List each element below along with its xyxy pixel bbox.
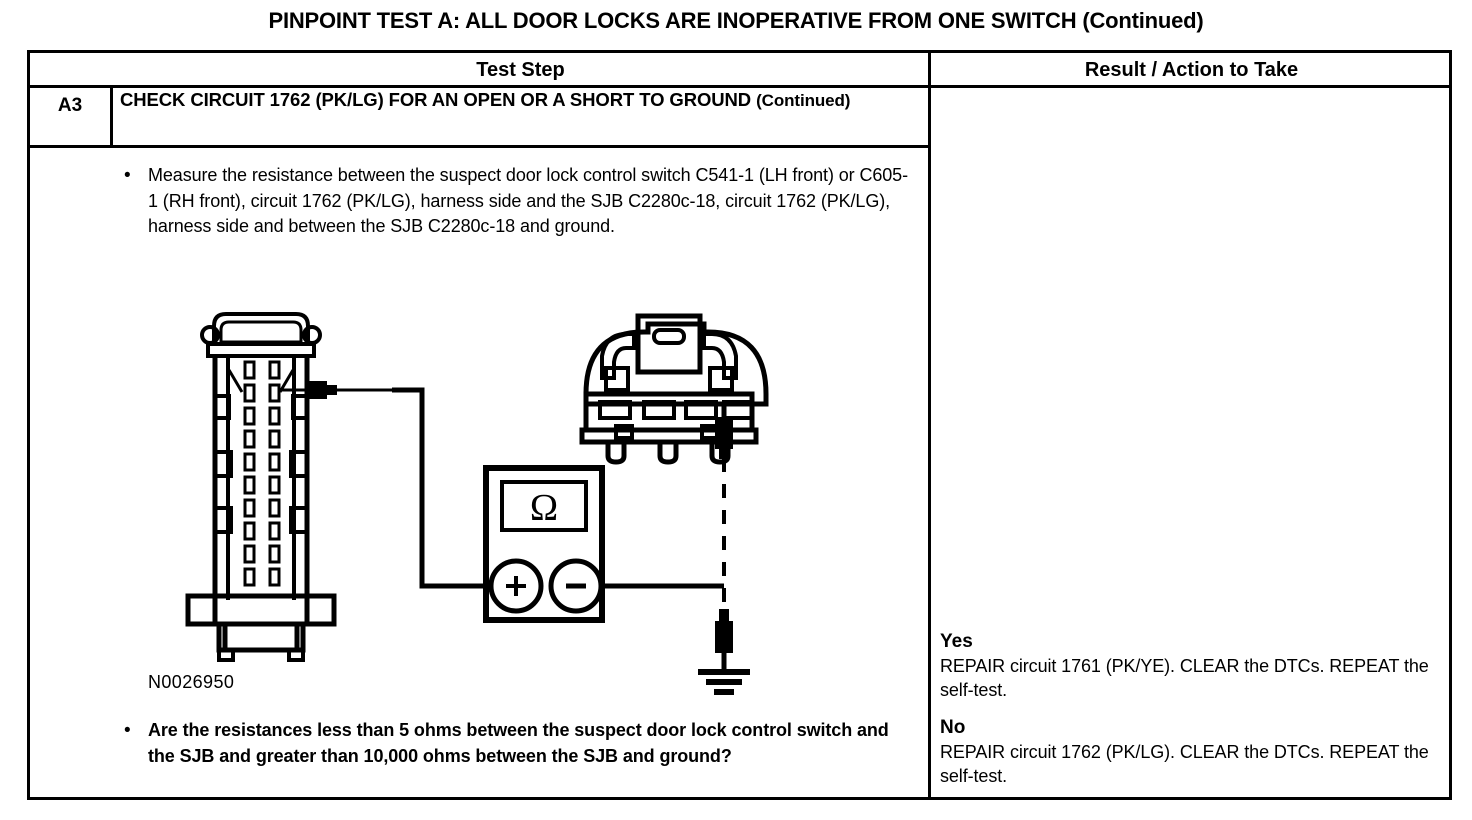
result-no-label: No — [940, 717, 966, 738]
figure-id-label: N0026950 — [148, 672, 235, 692]
pinpoint-test-table — [27, 50, 1452, 800]
step-heading: CHECK CIRCUIT 1762 (PK/LG) FOR AN OPEN O… — [120, 88, 920, 113]
column-header-result-action: Result / Action to Take — [1084, 58, 1299, 81]
result-yes-text: REPAIR circuit 1761 (PK/YE). CLEAR the D… — [940, 656, 1429, 700]
column-divider — [928, 50, 931, 800]
left-test-probe — [279, 381, 392, 399]
circuit-wiring — [392, 387, 724, 589]
meter-display-omega: Ω — [530, 487, 558, 529]
test-circuit-diagram: Ω — [120, 300, 920, 700]
ohmmeter: Ω — [483, 465, 605, 623]
result-no-text: REPAIR circuit 1762 (PK/LG). CLEAR the D… — [940, 742, 1429, 786]
instruction-bullet: • Measure the resistance between the sus… — [118, 163, 908, 240]
ground-symbol — [698, 609, 750, 695]
sjb-terminal-cavities — [598, 400, 754, 420]
result-yes-label: Yes — [940, 631, 973, 652]
step-id-label: A3 — [57, 95, 83, 116]
instruction-text: Measure the resistance between the suspe… — [148, 165, 908, 236]
result-yes-block: Yes REPAIR circuit 1761 (PK/YE). CLEAR t… — [940, 630, 1445, 702]
sjb-test-probe — [715, 406, 733, 459]
column-header-test-step: Test Step — [476, 58, 565, 81]
step-heading-divider — [27, 145, 928, 148]
bullet-icon: • — [124, 165, 131, 186]
result-no-block: No REPAIR circuit 1762 (PK/LG). CLEAR th… — [940, 716, 1445, 788]
header-row-divider — [27, 85, 1452, 88]
pin-cavities — [243, 360, 281, 587]
question-bullet: • Are the resistances less than 5 ohms b… — [118, 718, 908, 769]
step-id-divider — [110, 85, 113, 145]
meter-plus-terminal — [506, 576, 526, 596]
page-title: PINPOINT TEST A: ALL DOOR LOCKS ARE INOP… — [268, 8, 1204, 33]
bullet-icon: • — [124, 720, 131, 741]
step-heading-continued: (Continued) — [756, 91, 851, 110]
question-text: Are the resistances less than 5 ohms bet… — [148, 720, 889, 766]
door-lock-switch-connector — [185, 312, 337, 662]
sjb-connector-c2280c — [579, 313, 769, 465]
step-heading-main: CHECK CIRCUIT 1762 (PK/LG) FOR AN OPEN O… — [120, 89, 757, 110]
